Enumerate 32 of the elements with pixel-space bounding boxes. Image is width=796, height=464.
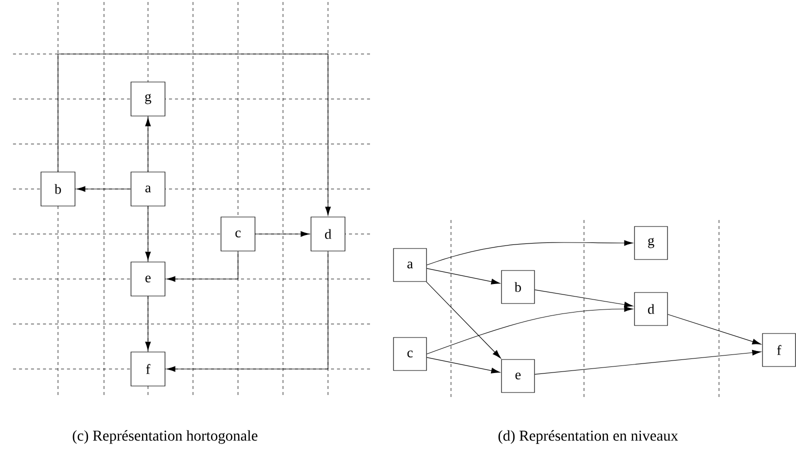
arrow — [145, 296, 151, 350]
node-box: d — [634, 292, 668, 326]
arrow — [534, 289, 633, 308]
node-box: g — [130, 82, 166, 116]
arrow — [255, 231, 310, 237]
arrow — [58, 54, 331, 216]
node-box: a — [393, 248, 427, 282]
node-box: b — [501, 270, 535, 304]
arrow — [166, 251, 328, 372]
node-box: c — [393, 337, 427, 371]
node-box: b — [40, 172, 76, 206]
arrow — [426, 240, 633, 266]
node-box: e — [501, 359, 535, 393]
arrow — [668, 314, 762, 344]
caption: (c) Représentation hortogonale — [72, 430, 258, 444]
node-box: f — [762, 333, 796, 367]
node-box: e — [130, 262, 166, 296]
arrow — [166, 251, 238, 282]
node-box: g — [634, 226, 668, 260]
node-box: f — [130, 352, 166, 386]
arrow — [426, 357, 500, 374]
node-box: c — [220, 216, 256, 252]
arrow — [145, 206, 151, 260]
arrow — [426, 268, 500, 284]
arrow — [426, 282, 501, 358]
node-box: a — [130, 172, 166, 206]
arrow — [145, 118, 151, 172]
node-box: d — [310, 216, 346, 252]
caption: (d) Représentation en niveaux — [498, 430, 678, 444]
arrow — [76, 186, 131, 192]
arrow — [426, 306, 633, 354]
arrow — [534, 350, 761, 375]
